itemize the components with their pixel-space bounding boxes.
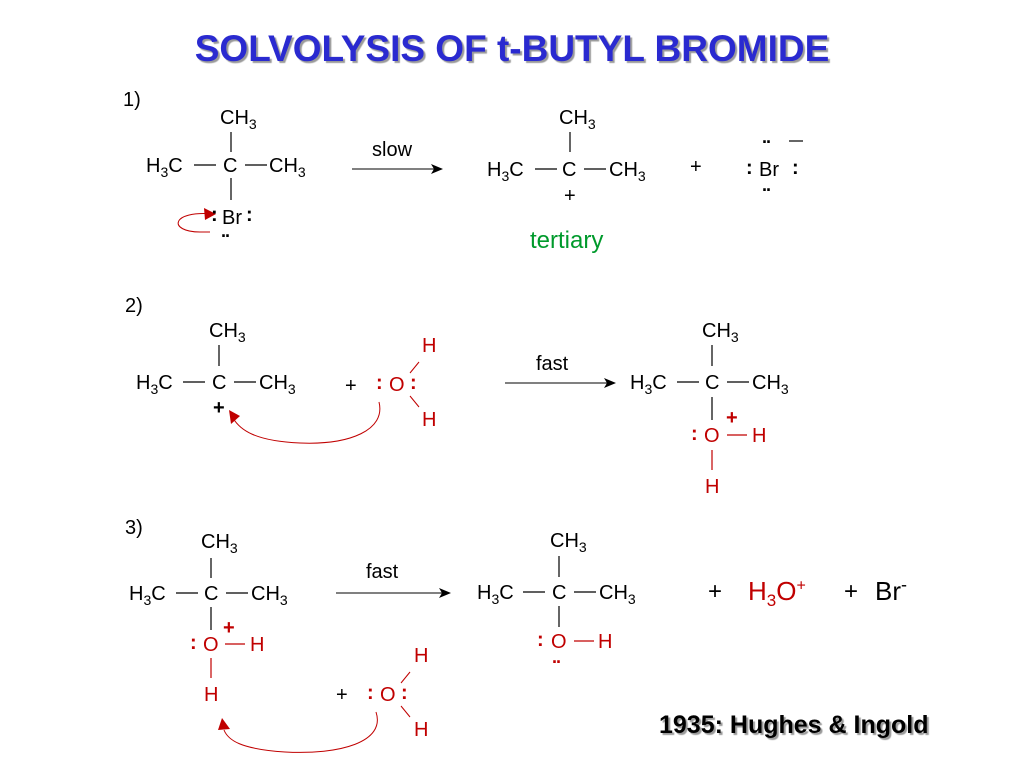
step1-tertiary-label: tertiary (530, 227, 604, 254)
step1-carbocation-charge: + (564, 185, 576, 207)
step3-alcohol-dots-bottom: .. (552, 647, 561, 667)
step1-product-bonds (535, 132, 606, 170)
step2-arrow-label: fast (536, 353, 569, 375)
step3-reactant-center-carbon: C (204, 583, 219, 605)
step3-reactant-bonds (176, 558, 248, 630)
step1-curved-arrow (177, 213, 215, 233)
step2-water-lone-pair-right: : (410, 372, 417, 394)
step2-water-h-bottom: H (422, 409, 437, 431)
step2-plus: + (345, 375, 357, 397)
step2-reactant-center-carbon: C (212, 372, 227, 394)
step2-oxonium-h-right: H (752, 425, 767, 447)
step2-product-top-methyl: CH3 (702, 320, 739, 345)
step2-reactant-bonds (183, 345, 256, 383)
step3-water-bonds (400, 671, 411, 718)
step1-product-top-methyl: CH3 (559, 107, 596, 132)
step3-plus-1: + (708, 578, 723, 605)
step2-product-bonds (677, 345, 749, 420)
step1-curved-arrow-head (204, 208, 216, 220)
step3-reactant-left-methyl: H3C (129, 583, 166, 608)
step3-water-oxygen: O (380, 684, 396, 706)
step1-reactant-bromine: Br (222, 207, 242, 229)
step3-product-left-methyl: H3C (477, 582, 514, 607)
step2-water-h-top: H (422, 335, 437, 357)
step3-bromide: Br- (875, 574, 907, 606)
step3-oxonium-charge: + (223, 617, 235, 639)
step1-plus: + (690, 156, 702, 178)
step1-reactant-left-methyl: H3C (146, 155, 183, 180)
step2-water-oxygen: O (389, 374, 405, 396)
step1-bromide-lone-pair-left: : (746, 157, 753, 179)
step2-reactant-right-methyl: CH3 (259, 372, 296, 397)
step3-product-top-methyl: CH3 (550, 530, 587, 555)
step2-reactant-top-methyl: CH3 (209, 320, 246, 345)
step3-water-lone-pair-left: : (367, 682, 374, 704)
step2-product-right-methyl: CH3 (752, 372, 789, 397)
step3-alcohol-h: H (598, 631, 613, 653)
slide-title: SOLVOLYSIS OF t-BUTYL BROMIDE (194, 28, 830, 69)
step1-reactant-top-methyl: CH3 (220, 107, 257, 132)
step3-curved-arrow-head (218, 718, 230, 730)
step3-arrow-label: fast (366, 561, 399, 583)
step3-alcohol-lone-pair: : (537, 629, 544, 651)
step2-curved-arrow-head (229, 410, 240, 424)
step2-carbocation-charge: + (213, 397, 225, 419)
step2-oxonium-lone-pair: : (691, 423, 698, 445)
step2-curved-arrow (232, 401, 381, 444)
step2-product-center-carbon: C (705, 372, 720, 394)
step3-product-bonds (523, 556, 596, 627)
step3-reactant-right-methyl: CH3 (251, 583, 288, 608)
step3-water-lone-pair-right: : (401, 682, 408, 704)
step1-bromide-dots-bottom: .. (762, 175, 771, 195)
step2-reactant-left-methyl: H3C (136, 372, 173, 397)
step3-number: 3) (125, 517, 143, 539)
step1-product-center-carbon: C (562, 159, 577, 181)
step2-oxonium-charge: + (726, 407, 738, 429)
step3-oxonium-h-right: H (250, 634, 265, 656)
step1-reactant-right-methyl: CH3 (269, 155, 306, 180)
step1-bromide-dots-top: .. (762, 127, 771, 147)
step1-reactant-bonds (194, 132, 267, 200)
step2-number: 2) (125, 295, 143, 317)
step1-br-lone-pair-right: : (246, 204, 253, 226)
step2-oxonium-h-bottom: H (705, 476, 720, 498)
step3-curved-arrow (223, 711, 378, 753)
step2-water-lone-pair-left: : (376, 372, 383, 394)
step1-bromide-ion: Br (759, 159, 779, 181)
step2-water-bonds (409, 361, 420, 408)
step3-alcohol-oxygen: O (551, 631, 567, 653)
step3-water-h-top: H (414, 645, 429, 667)
step2-product-left-methyl: H3C (630, 372, 667, 397)
step1-br-lone-pair-bottom: .. (221, 221, 230, 241)
step3-hydronium: H3O+ (748, 576, 806, 611)
step3-water-h-bottom: H (414, 719, 429, 741)
step3-product-right-methyl: CH3 (599, 582, 636, 607)
step3-reactant-top-methyl: CH3 (201, 531, 238, 556)
step1-bromide-lone-pair-right: : (792, 157, 799, 179)
step2-oxonium-oxygen: O (704, 425, 720, 447)
step1-br-lone-pair-left: : (211, 204, 218, 226)
step3-oxonium-h-bottom: H (204, 684, 219, 706)
step1-product-right-methyl: CH3 (609, 159, 646, 184)
step3-oxonium-lone-pair: : (190, 632, 197, 654)
step1-number: 1) (123, 89, 141, 111)
step1-arrow-label: slow (372, 139, 413, 161)
step3-plus: + (336, 684, 348, 706)
step3-plus-2: + (844, 578, 859, 605)
credit-hughes-ingold: 1935: Hughes & Ingold (659, 711, 929, 739)
step3-oxonium-oxygen: O (203, 634, 219, 656)
step1-product-left-methyl: H3C (487, 159, 524, 184)
step3-product-center-carbon: C (552, 582, 567, 604)
step1-reactant-center-carbon: C (223, 155, 238, 177)
